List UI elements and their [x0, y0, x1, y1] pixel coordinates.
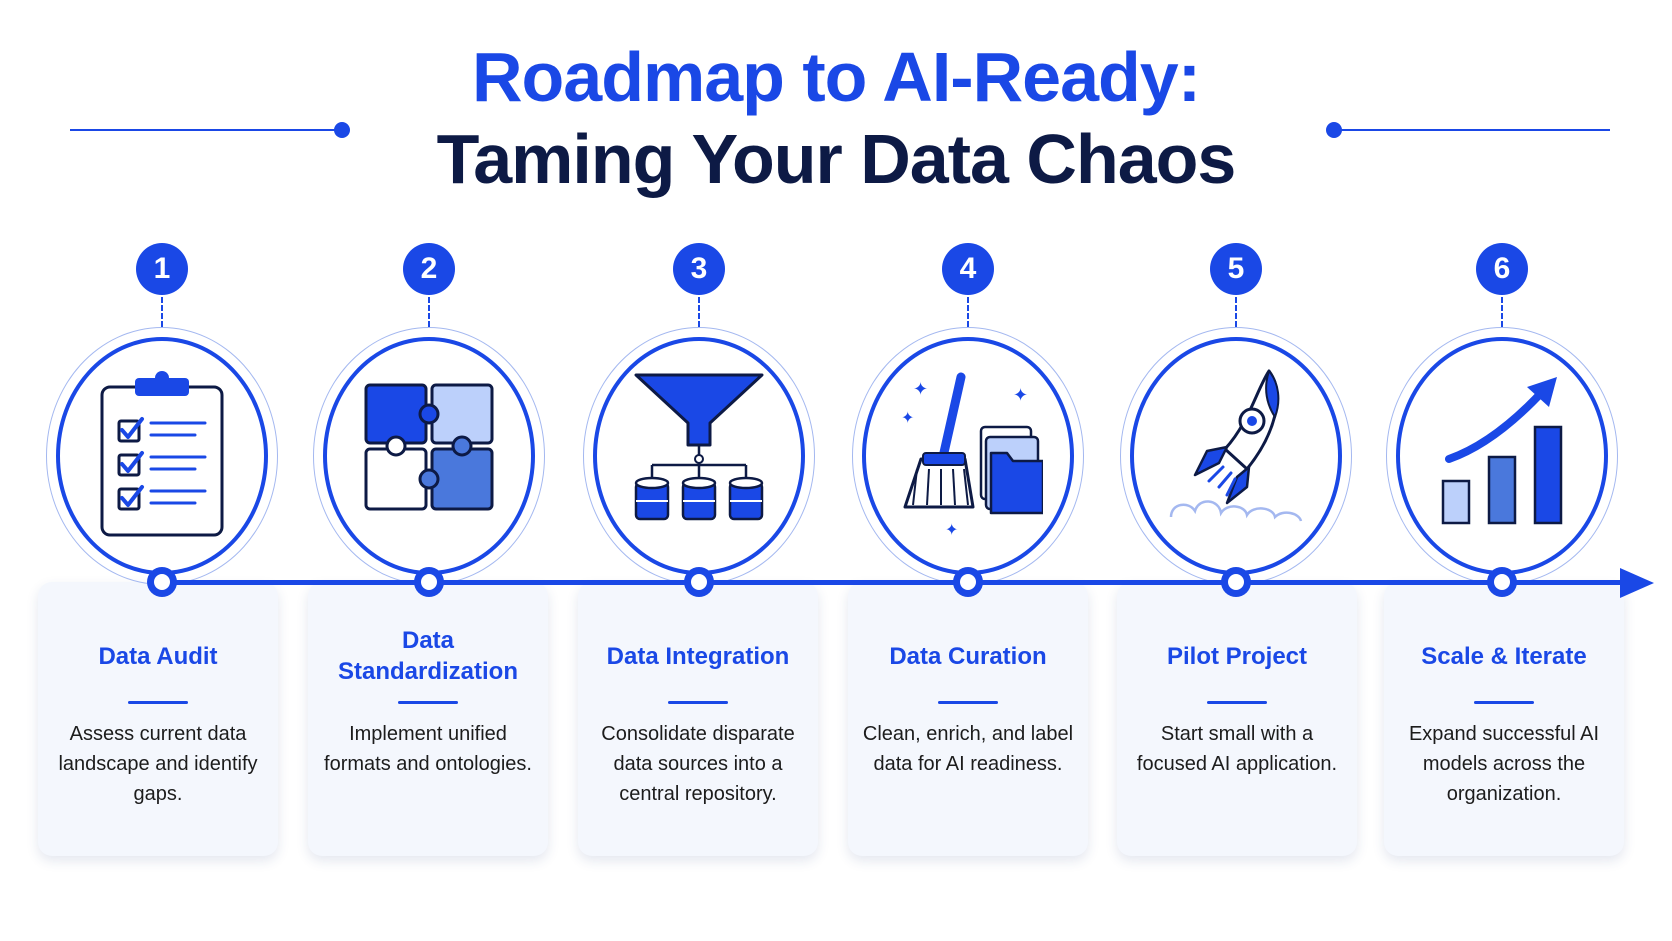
- step-badge-4: 4: [942, 243, 994, 295]
- step-title: Data Standardization: [337, 627, 518, 685]
- step-title: Data Integration: [606, 642, 790, 670]
- step-description: Implement unified formats and ontologies…: [324, 723, 532, 775]
- step-badge-3: 3: [673, 243, 725, 295]
- step-description: Clean, enrich, and label data for AI rea…: [862, 723, 1074, 775]
- step-card-1: Data Audit Assess current data landscape…: [38, 582, 278, 856]
- title-separator: [398, 701, 458, 704]
- timeline-node-6: [1487, 567, 1517, 597]
- title-line-2: Taming Your Data Chaos: [436, 120, 1237, 198]
- svg-text:✦: ✦: [901, 410, 914, 427]
- title-block: Roadmap to AI-Ready: Taming Your Data Ch…: [0, 36, 1672, 200]
- growth-chart-icon: [1441, 377, 1563, 525]
- step-title: Data Curation: [889, 642, 1047, 670]
- timeline-node-4: [953, 567, 983, 597]
- timeline-node-2: [414, 567, 444, 597]
- title-separator: [1474, 701, 1534, 704]
- rocket-icon: [1169, 369, 1303, 522]
- timeline-arrow-head: [1620, 568, 1654, 598]
- svg-text:✦: ✦: [945, 522, 958, 539]
- step-description: Assess current data landscape and identi…: [58, 723, 258, 805]
- dashed-connector: [1501, 297, 1503, 327]
- step-badge-6: 6: [1476, 243, 1528, 295]
- step-card-4: Data Curation Clean, enrich, and label d…: [848, 582, 1088, 856]
- dashed-connector: [698, 297, 700, 327]
- step-card-5: Pilot Project Start small with a focused…: [1117, 582, 1357, 856]
- step-title: Scale & Iterate: [1421, 642, 1587, 670]
- puzzle-pieces-icon: [364, 383, 494, 511]
- step-badge-2: 2: [403, 243, 455, 295]
- title-separator: [1207, 701, 1267, 704]
- broom-folders-icon: ✦ ✦ ✦ ✦: [901, 372, 1043, 539]
- step-description: Expand successful AI models across the o…: [1408, 723, 1600, 805]
- title-separator: [128, 701, 188, 704]
- icon-ring-2: [323, 337, 535, 575]
- left-decorative-line: [70, 129, 340, 131]
- timeline-node-5: [1221, 567, 1251, 597]
- svg-text:✦: ✦: [1013, 385, 1028, 405]
- step-badge-1: 1: [136, 243, 188, 295]
- timeline-node-3: [684, 567, 714, 597]
- left-decorative-dot: [334, 122, 350, 138]
- step-card-2: Data Standardization Implement unified f…: [308, 582, 548, 856]
- step-title: Data Audit: [98, 642, 218, 670]
- title-separator: [938, 701, 998, 704]
- step-description: Consolidate disparate data sources into …: [601, 723, 795, 805]
- step-badge-5: 5: [1210, 243, 1262, 295]
- step-card-6: Scale & Iterate Expand successful AI mod…: [1384, 582, 1624, 856]
- timeline-node-1: [147, 567, 177, 597]
- funnel-databases-icon: [634, 373, 764, 521]
- right-decorative-dot: [1326, 122, 1342, 138]
- step-title: Pilot Project: [1166, 642, 1308, 670]
- dashed-connector: [428, 297, 430, 327]
- clipboard-checklist-icon: [100, 371, 224, 537]
- step-description: Start small with a focused AI applicatio…: [1136, 723, 1338, 775]
- right-decorative-line: [1340, 129, 1610, 131]
- step-card-3: Data Integration Consolidate disparate d…: [578, 582, 818, 856]
- dashed-connector: [161, 297, 163, 327]
- dashed-connector: [967, 297, 969, 327]
- dashed-connector: [1235, 297, 1237, 327]
- svg-text:✦: ✦: [913, 379, 928, 399]
- title-separator: [668, 701, 728, 704]
- timeline-line: [150, 580, 1630, 585]
- title-line-1: Roadmap to AI-Ready:: [471, 38, 1201, 116]
